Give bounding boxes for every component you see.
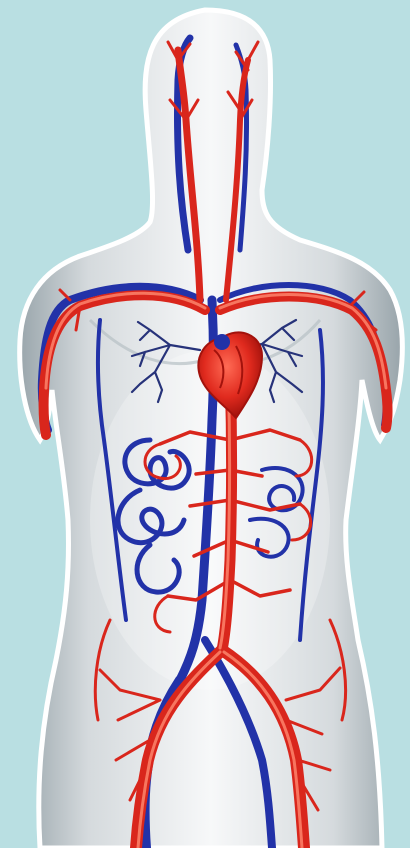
circulatory-system-illustration [0, 0, 410, 848]
illustration-stage [0, 0, 410, 848]
